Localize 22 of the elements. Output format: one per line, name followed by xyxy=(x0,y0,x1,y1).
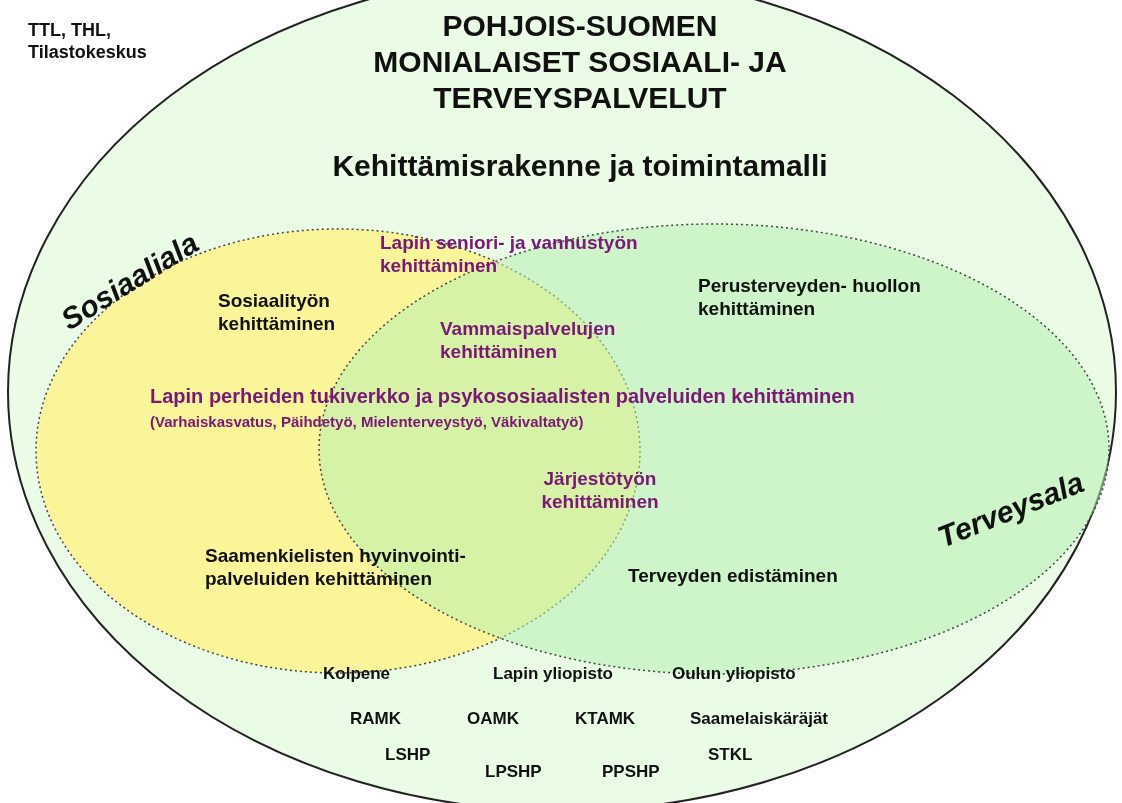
organisation-name: Saamelaiskäräjät xyxy=(690,709,829,730)
organisation-name: LPSHP xyxy=(485,762,543,783)
organisation-name: LSHP xyxy=(385,745,432,766)
organisation-name: STKL xyxy=(708,745,754,766)
topic-text: Järjestötyön kehittäminen xyxy=(540,468,660,514)
topic-text: Terveyden edistäminen xyxy=(628,565,839,588)
organisation-name: PPSHP xyxy=(602,762,661,783)
organisation-name: Kolpene xyxy=(323,664,392,685)
subtitle: Kehittämisrakenne ja toimintamalli xyxy=(331,148,829,184)
organisation-name: KTAMK xyxy=(575,709,637,730)
organisation-name: OAMK xyxy=(467,709,520,730)
source-note: TTL, THL, Tilastokeskus xyxy=(28,20,148,64)
topic-text: Lapin perheiden tukiverkko ja psykososiaalisten palveluiden kehittäminen xyxy=(150,385,855,407)
topic-detail: (Varhaiskasvatus, Päihdetyö, Mielenterveystyö, Väkivaltatyö) xyxy=(150,413,584,430)
organisation-name: RAMK xyxy=(350,709,402,730)
topic-text: Vammaispalvelujen kehittäminen xyxy=(440,318,617,364)
topic-text: Sosiaalityön kehittäminen xyxy=(218,290,337,336)
organisation-name: Lapin yliopisto xyxy=(493,664,614,685)
organisation-name: Oulun yliopisto xyxy=(672,664,797,685)
topic-text: Saamenkielisten hyvinvointi- palveluiden kehittäminen xyxy=(205,545,467,591)
title: POHJOIS-SUOMEN MONIALAISET SOSIAALI- JA TERVEYSPALVELUT xyxy=(372,8,788,116)
topic-text: Perusterveyden- huollon kehittäminen xyxy=(698,275,922,321)
